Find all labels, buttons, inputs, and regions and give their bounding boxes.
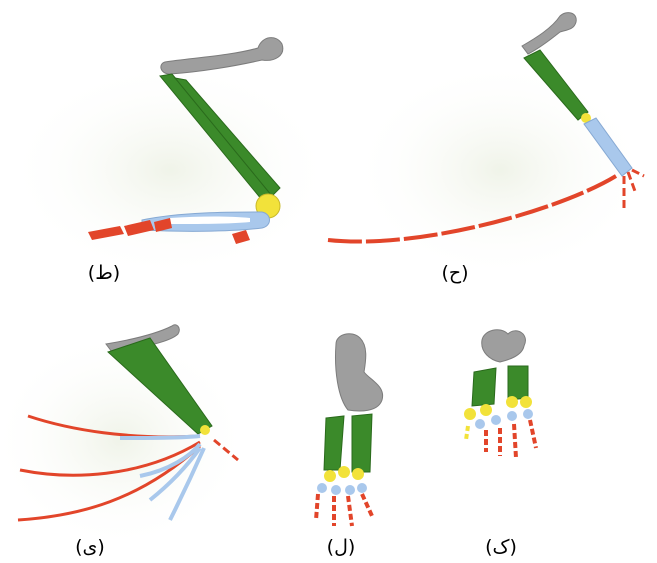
phalanx-5d [514, 424, 516, 458]
metacarpal-gap [170, 217, 250, 225]
metacarpal-4c [345, 485, 355, 495]
phalanx-5a [466, 426, 468, 440]
panel-label-4: (ل) [327, 536, 356, 558]
limb-panel-4 [316, 334, 383, 526]
carpal-5d [520, 396, 532, 408]
metacarpal-5a [475, 419, 485, 429]
carpal-5c [506, 396, 518, 408]
metacarpal-4b [331, 485, 341, 495]
carpal-4b [338, 466, 350, 478]
limb-panel-5 [464, 330, 536, 458]
ulna-5 [508, 366, 528, 400]
metacarpal-5c [507, 411, 517, 421]
carpal-4a [324, 470, 336, 482]
phalanx-5e [530, 420, 536, 448]
ulna-4 [352, 414, 372, 472]
panel-label-2: (ح) [441, 262, 468, 284]
humerus-bone-2 [522, 13, 576, 54]
phalanx-4d [362, 494, 372, 516]
panel-label-3: (ی) [75, 536, 105, 558]
panel-label-1: (ط) [88, 262, 120, 284]
carpal-4c [352, 468, 364, 480]
radius-4 [324, 416, 344, 470]
phalanx-4a [316, 494, 318, 520]
metacarpal-4a [317, 483, 327, 493]
carpal-5a [464, 408, 476, 420]
carpal-5b [480, 404, 492, 416]
humerus-bone-5 [482, 330, 526, 362]
metacarpal-5b [491, 415, 501, 425]
radius-5 [472, 368, 496, 406]
metacarpal-4d [357, 483, 367, 493]
phalanx-4c [348, 496, 352, 526]
carpal-bone-3 [200, 425, 210, 435]
metacarpal-ray-3a [120, 436, 200, 438]
panel-label-5: (ک) [485, 536, 517, 558]
metacarpal-5d [523, 409, 533, 419]
humerus-bone-4 [336, 334, 383, 411]
